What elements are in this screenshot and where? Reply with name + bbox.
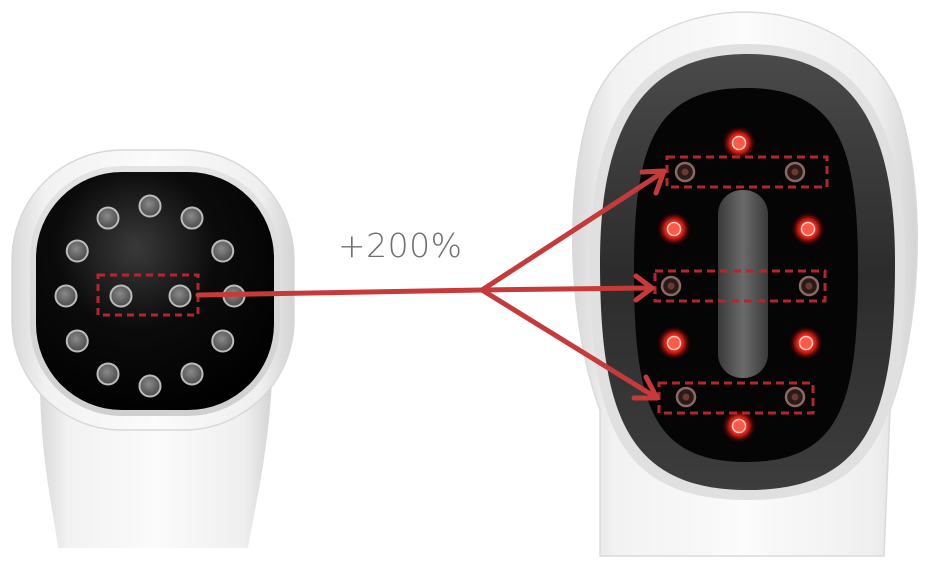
small-device-lens [36, 172, 274, 410]
red-led [800, 221, 816, 237]
dim-led-core [791, 168, 799, 176]
dim-led-core [681, 168, 689, 176]
red-led [798, 335, 814, 351]
small-led [180, 206, 204, 230]
dim-led-core [805, 282, 813, 290]
red-led [666, 221, 682, 237]
small-led [65, 329, 89, 353]
arrow-main-shaft [195, 287, 485, 298]
arrow-bottom-head [631, 374, 660, 401]
red-led [731, 135, 747, 151]
arrow-bottom [479, 287, 655, 398]
dim-led-core [667, 282, 675, 290]
small-led [211, 239, 235, 263]
expansion-arrows [195, 168, 667, 401]
arrow-top-head [639, 168, 667, 196]
small-led [96, 362, 120, 386]
small-led [211, 329, 235, 353]
red-led [666, 335, 682, 351]
small-led [138, 194, 162, 218]
small-light-ring [54, 194, 246, 398]
small-led [96, 206, 120, 230]
dim-led-core [791, 393, 799, 401]
arrow-middle-head [633, 273, 655, 303]
small-led [180, 362, 204, 386]
large-highlight-box-top [665, 155, 829, 189]
small-led [65, 239, 89, 263]
dim-led-core [682, 393, 690, 401]
small-led [138, 374, 162, 398]
small-led-center-left [109, 284, 133, 308]
large-device-sensor-strip [718, 190, 768, 378]
arrow-middle [479, 285, 651, 293]
arrow-top [479, 171, 663, 293]
small-device [11, 149, 295, 548]
small-led [54, 284, 78, 308]
red-led [731, 418, 747, 434]
large-highlight-box-middle [653, 269, 827, 303]
large-red-leds [657, 126, 825, 443]
large-highlighted-leds [660, 161, 820, 408]
small-led-center-right [168, 284, 192, 308]
increase-label: +200% [338, 226, 463, 265]
large-device [572, 11, 918, 557]
